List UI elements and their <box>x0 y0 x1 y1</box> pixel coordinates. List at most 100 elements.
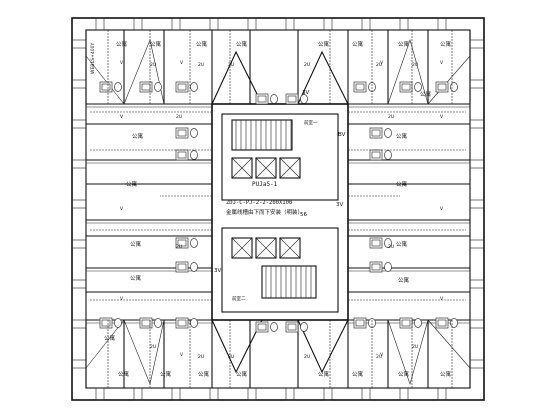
window-left <box>71 279 87 289</box>
toilet-icon <box>270 94 278 104</box>
window-bottom <box>285 387 295 401</box>
cable-v-label: V <box>440 114 444 120</box>
bath-box <box>285 321 299 333</box>
sink-icon <box>371 151 381 159</box>
window-right <box>469 79 485 89</box>
side-label: WEB1S+400Y <box>90 43 96 74</box>
label-56: 56 <box>300 212 307 218</box>
sink-icon <box>287 323 297 331</box>
panel-note: 金属线槽由下而下安装（明装） <box>226 208 303 216</box>
toilet-icon <box>270 322 278 332</box>
bath-box <box>369 127 383 139</box>
bath-box <box>175 317 189 329</box>
window-bottom <box>209 387 219 401</box>
cable-2u-label: 2U <box>150 62 156 68</box>
room-label: 公寓 <box>396 240 408 248</box>
wedge-top-b <box>297 50 349 105</box>
cable-2u-label: 2U <box>304 62 310 68</box>
toilet-icon <box>414 82 422 92</box>
room-label: 公寓 <box>104 334 116 342</box>
sink-icon <box>355 83 365 91</box>
stair-bottom-label: 前室二 <box>232 295 246 302</box>
window-top <box>399 17 409 31</box>
room-label: 公寓 <box>318 370 330 378</box>
bath-box <box>99 81 113 93</box>
room-label: 公寓 <box>352 40 364 48</box>
cable-v-label: V <box>120 60 124 66</box>
bath-box <box>353 81 367 93</box>
window-top <box>361 17 371 31</box>
room-label: 公寓 <box>118 370 130 378</box>
room-label: 公寓 <box>352 370 364 378</box>
elevator-shafts-upper <box>231 157 301 179</box>
toilet-icon <box>114 82 122 92</box>
sink-icon <box>437 83 447 91</box>
sink-icon <box>401 319 411 327</box>
cable-2u-label: 2U <box>198 62 204 68</box>
cable-2u-label: 2U <box>304 354 310 360</box>
window-right <box>469 159 485 169</box>
sink-icon <box>401 83 411 91</box>
room-label: 公寓 <box>396 180 408 188</box>
bath-box <box>369 261 383 273</box>
window-left <box>71 39 87 49</box>
bath-box <box>255 321 269 333</box>
sink-icon <box>355 319 365 327</box>
room-label: 公寓 <box>150 40 162 48</box>
cable-2u-label: 2U <box>198 354 204 360</box>
cable-v-label: V <box>180 352 184 358</box>
sink-icon <box>371 263 381 271</box>
sink-icon <box>371 129 381 137</box>
room-label: 公寓 <box>398 276 410 284</box>
sink-icon <box>177 239 187 247</box>
toilet-icon <box>384 150 392 160</box>
room-label: 公寓 <box>440 370 452 378</box>
room-label: 公寓 <box>440 40 452 48</box>
sink-icon <box>177 263 187 271</box>
toilet-icon <box>190 82 198 92</box>
wedge-bot-a <box>211 319 263 374</box>
cable-bv: BV <box>338 132 346 138</box>
toilet-icon <box>190 318 198 328</box>
window-right <box>469 199 485 209</box>
room-label: 公寓 <box>396 132 408 140</box>
stair-upper <box>231 119 293 151</box>
room-labels: 公寓公寓公寓公寓公寓公寓公寓公寓公寓公寓公寓公寓公寓公寓公寓公寓公寓公寓公寓公寓… <box>104 40 452 378</box>
toilet-icon <box>384 128 392 138</box>
room-label: 公寓 <box>126 180 138 188</box>
diag-a <box>85 55 125 105</box>
diag-b <box>427 55 471 105</box>
cable-2u-label: 2U <box>376 62 382 68</box>
window-left <box>71 159 87 169</box>
sink-icon <box>437 319 447 327</box>
central-core <box>211 103 349 321</box>
stair-top-label: 前室一 <box>304 119 318 126</box>
room-label: 公寓 <box>130 240 142 248</box>
window-left <box>71 359 87 369</box>
sink-icon <box>371 239 381 247</box>
elevator-shafts-lower <box>231 237 301 259</box>
window-bottom <box>437 387 447 401</box>
room-label: 公寓 <box>196 40 208 48</box>
bath-box <box>175 261 189 273</box>
toilet-icon <box>190 262 198 272</box>
sink-icon <box>177 129 187 137</box>
window-right <box>469 319 485 329</box>
sink-icon <box>177 151 187 159</box>
toilet-icon <box>300 94 308 104</box>
wiring-lines <box>90 30 466 388</box>
bath-box <box>99 317 113 329</box>
window-top <box>247 17 257 31</box>
cable-3v-top: 3V <box>302 90 309 96</box>
cable-v-label: V <box>120 114 124 120</box>
wedge-bot-c <box>123 319 165 386</box>
stair-box <box>231 119 293 151</box>
cable-2u-label: 2U <box>150 344 156 350</box>
room-label: 公寓 <box>160 370 172 378</box>
cable-v-label: V <box>440 60 444 66</box>
building-outline <box>71 17 485 401</box>
sink-icon <box>257 323 267 331</box>
window-top <box>133 17 143 31</box>
cable-2u-label: 2U <box>176 244 182 250</box>
